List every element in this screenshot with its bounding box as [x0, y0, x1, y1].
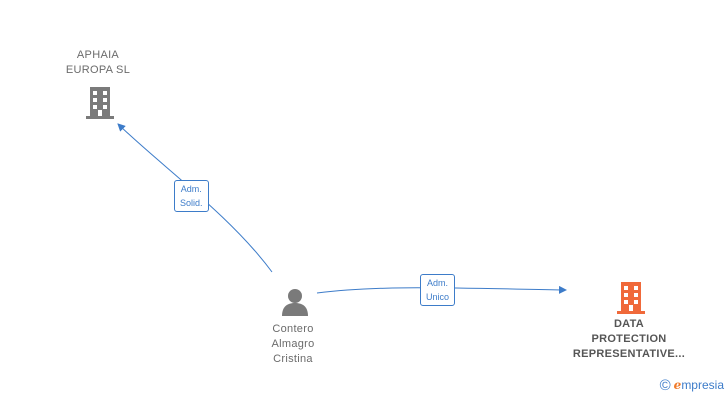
edge-label-adm-solid-line-1: Adm. [180, 184, 202, 194]
company-data-protection-line-2: PROTECTION [591, 333, 667, 345]
edge-label-adm-unico-line-2: Unico [426, 292, 450, 302]
company-aphaia-line-1: APHAIA [76, 49, 120, 61]
person-line-2: Almagro [271, 338, 315, 350]
company-aphaia-line-2: EUROPA SL [65, 64, 131, 76]
empresia-logo[interactable]: ©empresia [660, 377, 724, 394]
company-data-protection-line-3: REPRESENTATIVE... [572, 348, 686, 360]
edge-label-adm-solid[interactable]: Adm. Solid. [174, 180, 209, 212]
edge-label-adm-solid-line-2: Solid. [180, 198, 203, 208]
brand-rest: mpresia [681, 378, 724, 392]
company-data-protection-label[interactable]: DATA PROTECTION REPRESENTATIVE... [559, 317, 699, 362]
building-icon-highlight[interactable] [615, 280, 647, 314]
edge-label-adm-unico[interactable]: Adm. Unico [420, 274, 456, 306]
person-line-3: Cristina [273, 353, 313, 365]
copyright-icon: © [659, 377, 671, 394]
company-data-protection-line-1: DATA [613, 318, 645, 330]
person-line-1: Contero [272, 323, 314, 335]
brand-initial: e [673, 378, 682, 392]
person-label[interactable]: Contero Almagro Cristina [243, 322, 343, 367]
company-aphaia-label[interactable]: APHAIA EUROPA SL [48, 48, 148, 78]
building-icon[interactable] [84, 85, 116, 119]
person-icon[interactable] [280, 287, 310, 317]
edge-label-adm-unico-line-1: Adm. [427, 278, 449, 288]
